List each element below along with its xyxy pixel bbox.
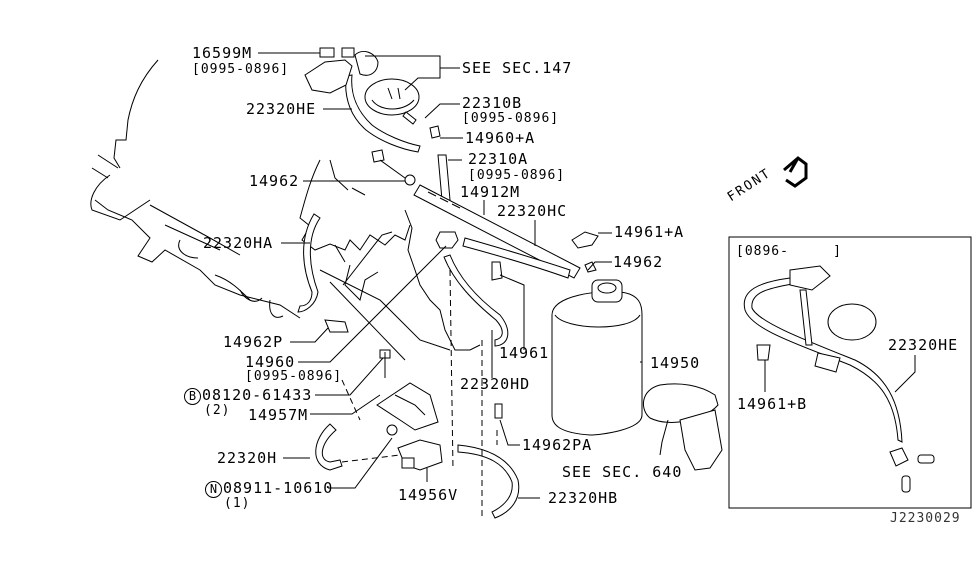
callout-14961: 14961 <box>499 344 550 362</box>
callout-22320hd: 22320HD <box>460 375 531 393</box>
dashed-guides <box>341 269 498 520</box>
front-arrow-icon <box>783 156 808 188</box>
inset-hoses <box>743 265 935 493</box>
callout-14912m: 14912M <box>460 183 521 201</box>
callout-14962-right: 14962 <box>613 253 664 271</box>
canister-bracket <box>642 383 723 471</box>
inset-callout-22320he: 22320HE <box>888 336 959 354</box>
callout-14960a: 14960+A <box>465 129 536 147</box>
valve-assembly <box>376 349 443 471</box>
drawing-id: J2230029 <box>890 511 961 526</box>
callout-14960-note: [0995-0896] <box>245 369 343 384</box>
inset-callout-14961b: 14961+B <box>737 395 808 413</box>
engine-outline <box>299 159 481 361</box>
callout-see-sec-147: SEE SEC.147 <box>462 59 573 77</box>
callout-14962-top: 14962 <box>249 172 300 190</box>
body-outline <box>90 59 301 319</box>
callout-14956v: 14956V <box>398 486 459 504</box>
callout-14962pa: 14962PA <box>522 436 593 454</box>
callout-14962p: 14962P <box>223 333 284 351</box>
callout-22320he: 22320HE <box>246 100 317 118</box>
nut-part-number: 08911-10610 <box>223 479 334 497</box>
callout-22310a-note: [0995-0896] <box>468 168 566 183</box>
inset-date-range: [0896- ] <box>736 244 842 259</box>
callout-14961a: 14961+A <box>614 223 685 241</box>
callout-14957m: 14957M <box>248 406 309 424</box>
callout-see-sec-640: SEE SEC. 640 <box>562 463 683 481</box>
callout-22320h: 22320H <box>217 449 278 467</box>
bolt-qty: (2) <box>204 403 231 418</box>
bolt-symbol-icon: B <box>184 388 201 405</box>
callout-22310a: 22310A <box>468 150 529 168</box>
callout-22320ha: 22320HA <box>203 234 274 252</box>
nut-qty: (1) <box>224 496 251 511</box>
leader-lines <box>258 52 916 499</box>
hoses <box>297 47 581 519</box>
callout-16599m-note: [0995-0896] <box>192 62 290 77</box>
callout-14960: 14960 <box>245 353 296 371</box>
canister <box>551 279 643 436</box>
bolt-part-number: 08120-61433 <box>202 386 313 404</box>
callout-22310b: 22310B <box>462 94 523 112</box>
inset-frame <box>728 236 972 509</box>
callout-22310b-note: [0995-0896] <box>462 111 560 126</box>
callout-16599m: 16599M <box>192 44 253 62</box>
callout-22320hb: 22320HB <box>548 489 619 507</box>
nut-symbol-icon: N <box>205 481 222 498</box>
callout-14950: 14950 <box>650 354 701 372</box>
callout-22320hc: 22320HC <box>497 202 568 220</box>
